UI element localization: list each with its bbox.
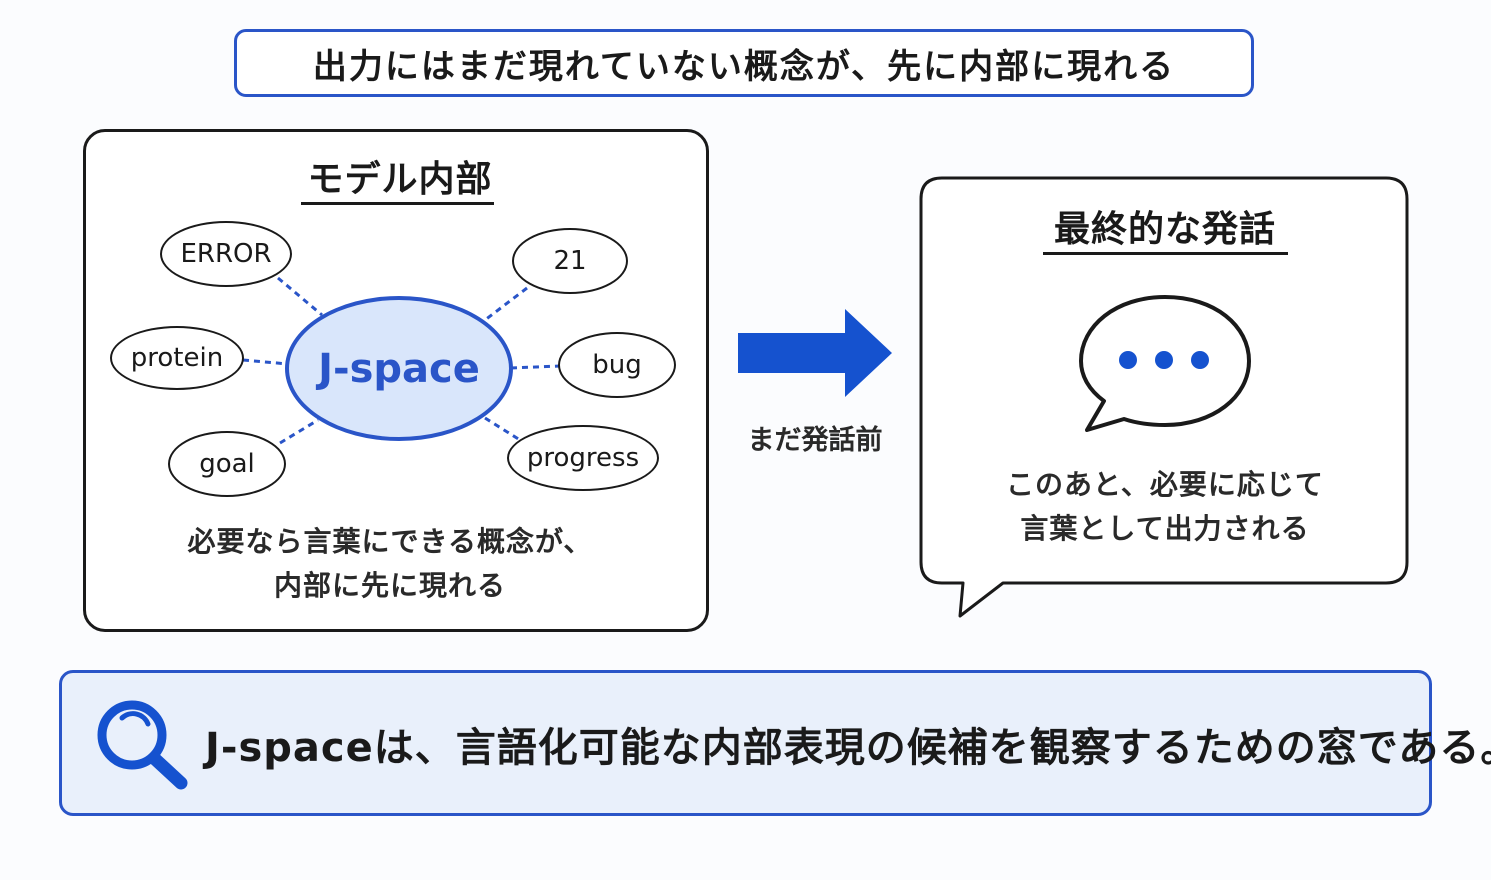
model-internals-caption-line2: 内部に先に現れる — [273, 569, 506, 602]
model-internals-heading: モデル内部 — [307, 159, 493, 200]
summary-box — [59, 670, 1432, 816]
connector-goal — [279, 418, 319, 445]
model-internals-heading-underline — [301, 202, 494, 205]
connector-protein — [242, 358, 289, 366]
concept-21: 21 — [512, 228, 628, 294]
connector-error — [277, 276, 323, 317]
concept-goal: goal — [168, 431, 286, 497]
concept-bug: bug — [558, 332, 676, 398]
model-internals-caption-line1: 必要なら言葉にできる概念が、 — [187, 525, 593, 558]
concept-error: ERROR — [160, 221, 292, 287]
final-utterance-caption-line2: 言葉として出力される — [1020, 512, 1310, 545]
connector-21 — [484, 286, 528, 322]
model-internals-caption: 必要なら言葉にできる概念が、 内部に先に現れる — [110, 520, 670, 608]
final-utterance-caption-line1: このあと、必要に応じて — [1006, 468, 1324, 501]
summary-text: J-spaceは、言語化可能な内部表現の候補を観察するための窓である。 — [205, 725, 1491, 771]
ellipsis-icon — [1119, 351, 1209, 369]
j-space-node: J-space — [285, 296, 513, 441]
final-utterance-heading: 最終的な発話 — [1053, 209, 1276, 250]
final-utterance-heading-underline — [1043, 252, 1288, 255]
connector-progress — [484, 416, 521, 442]
final-utterance-caption: このあと、必要に応じて 言葉として出力される — [935, 463, 1395, 551]
concept-protein: protein — [110, 326, 244, 390]
connector-bug — [510, 364, 561, 370]
page-title: 出力にはまだ現れていない概念が、先に内部に現れる — [234, 29, 1254, 97]
concept-progress: progress — [507, 425, 659, 491]
arrow-label: まだ発話前 — [747, 425, 883, 456]
